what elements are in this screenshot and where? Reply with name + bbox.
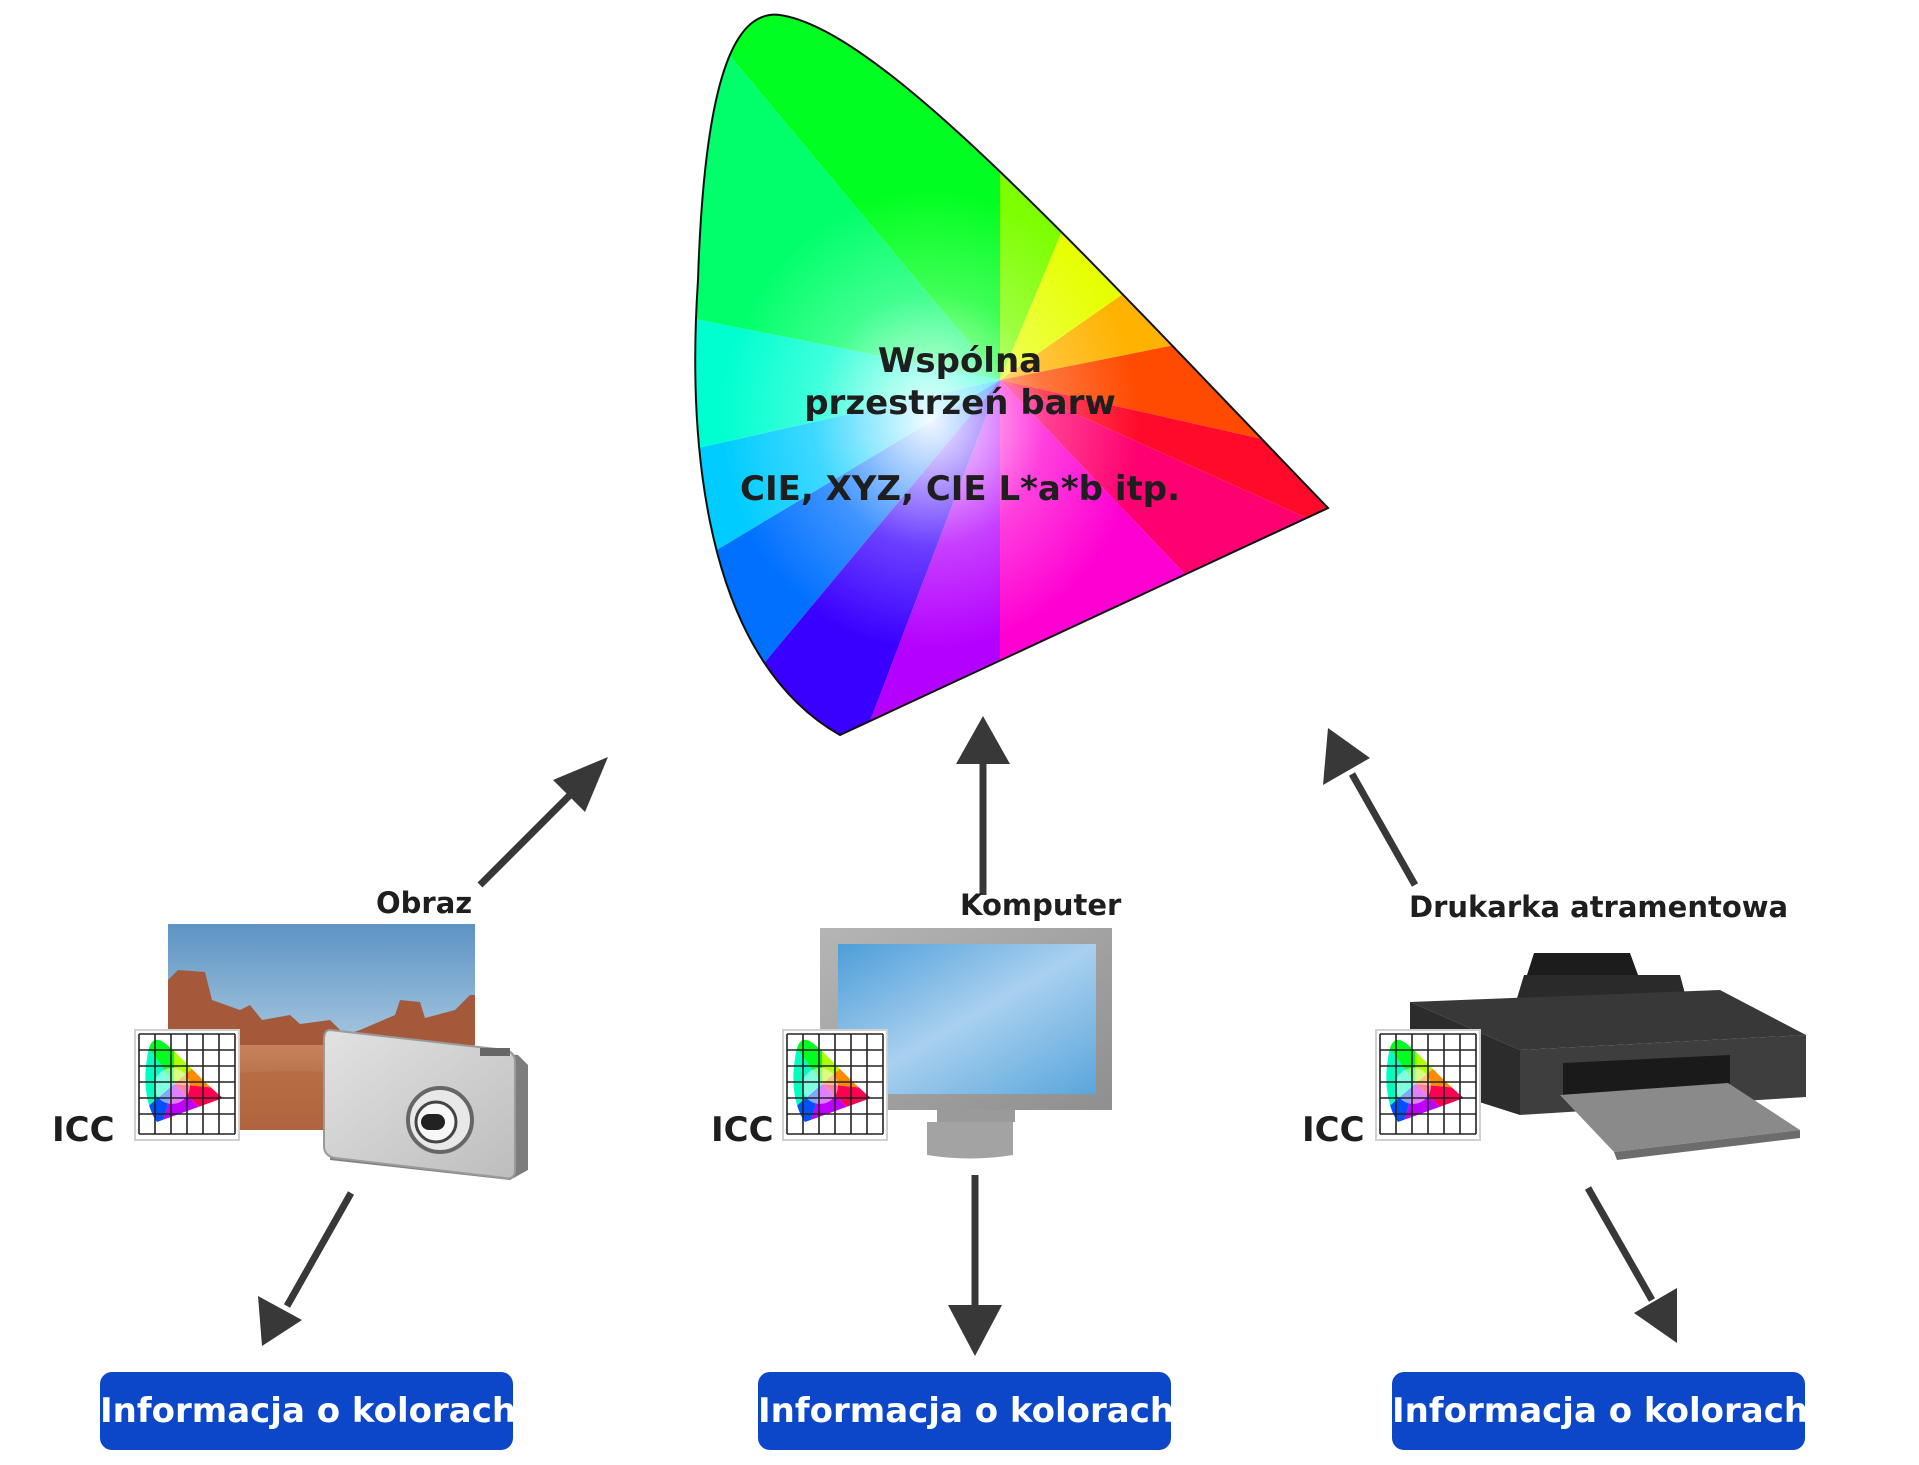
device-label-image: Obraz — [376, 886, 473, 920]
icc-label-printer: ICC — [1302, 1110, 1365, 1150]
arrow-computer-to-space — [956, 716, 1010, 895]
center-title-line2: przestrzeń barw — [804, 383, 1116, 423]
device-label-printer: Drukarka atramentowa — [1409, 890, 1789, 924]
device-label-computer: Komputer — [960, 888, 1122, 922]
color-info-button-image[interactable]: Informacja o kolorach — [100, 1372, 516, 1450]
arrow-printer-to-info — [1584, 1186, 1677, 1343]
color-info-button-printer[interactable]: Informacja o kolorach — [1392, 1372, 1808, 1450]
center-title-line1: Wspólna — [877, 341, 1043, 381]
arrow-image-to-space — [477, 757, 608, 888]
arrow-image-to-info — [258, 1191, 355, 1346]
center-subtitle: CIE, XYZ, CIE L*a*b itp. — [740, 469, 1180, 509]
icc-profile-icon — [782, 1029, 888, 1141]
icc-label-computer: ICC — [711, 1110, 774, 1150]
color-info-button-computer[interactable]: Informacja o kolorach — [758, 1372, 1174, 1450]
arrow-printer-to-space — [1323, 728, 1419, 887]
camera-icon — [323, 1028, 528, 1180]
icc-label-image: ICC — [52, 1110, 115, 1150]
icc-profile-icon — [1375, 1029, 1481, 1141]
arrow-computer-to-info — [948, 1175, 1002, 1356]
arrows — [258, 716, 1677, 1356]
icc-profile-icon — [134, 1029, 240, 1141]
